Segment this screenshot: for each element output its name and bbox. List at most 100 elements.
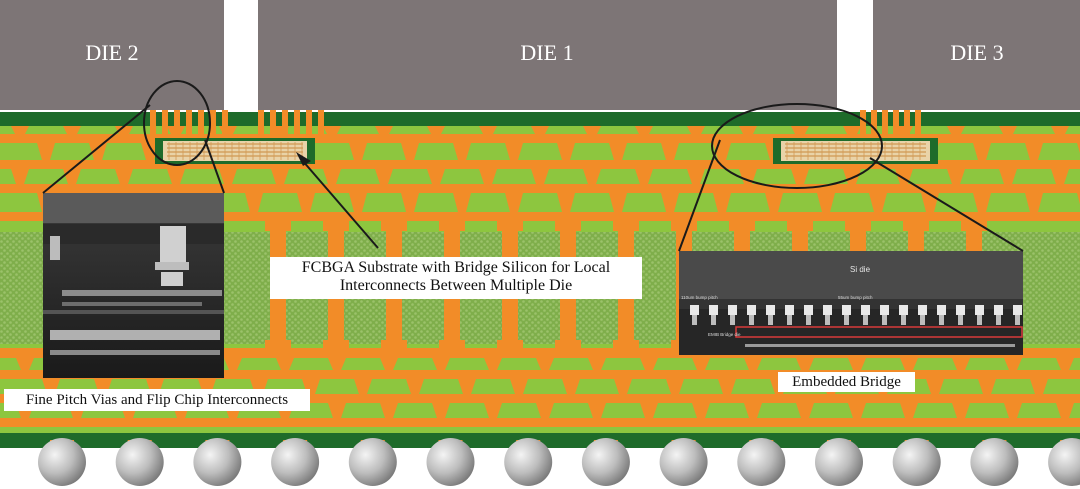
micro-bump: [1013, 305, 1022, 315]
micro-bump: [975, 305, 984, 315]
microvia: [1051, 169, 1069, 184]
microvia: [297, 193, 315, 212]
microvia: [349, 193, 367, 212]
solder-ball: [659, 438, 708, 486]
microvia: [900, 403, 918, 418]
fine-pitch-bump: [186, 110, 192, 138]
microvia: [458, 379, 476, 394]
si-die-label: Si die: [850, 265, 871, 274]
microvia: [557, 143, 575, 160]
solder-ball: [348, 438, 397, 486]
microvia: [479, 126, 497, 136]
microvia: [115, 126, 133, 136]
microvia: [224, 358, 242, 370]
micro-bump: [785, 305, 794, 315]
micro-bump: [899, 305, 908, 315]
micro-bump-pillar: [1015, 315, 1020, 325]
microvia: [692, 358, 710, 370]
microvia: [354, 379, 372, 394]
microvia: [848, 403, 866, 418]
micro-bump-pillar: [825, 315, 830, 325]
microvia: [375, 169, 393, 184]
microvia: [1077, 143, 1080, 154]
right-bridge-silicon: [773, 138, 938, 164]
solder-ball: [193, 438, 242, 486]
fine-pitch-bump: [294, 110, 300, 138]
microvia: [588, 403, 606, 418]
microvia: [661, 193, 679, 212]
fine-pitch-bump: [222, 110, 228, 138]
solder-ball: [38, 438, 86, 486]
microvia: [510, 379, 528, 394]
microvia: [531, 169, 549, 184]
via-pad: [613, 340, 639, 350]
microvia: [427, 126, 445, 136]
die-3-label: DIE 3: [950, 40, 1004, 65]
microvia: [323, 169, 341, 184]
micro-bump-pillar: [768, 315, 773, 325]
microvia: [999, 126, 1017, 136]
via-pad: [381, 221, 407, 231]
via-pad: [265, 221, 291, 231]
microvia: [744, 403, 762, 418]
microvia: [796, 358, 814, 370]
solder-ball-array: [38, 438, 1080, 486]
die-2-label: DIE 2: [85, 40, 139, 65]
solder-ball: [1048, 438, 1080, 486]
fine-pitch-bump: [198, 110, 204, 138]
microvia: [16, 358, 34, 370]
microvia: [89, 143, 107, 160]
via-pad: [381, 340, 407, 350]
micro-bump-pillar: [749, 315, 754, 325]
microvia: [848, 358, 866, 370]
die-bump-array: [150, 110, 921, 138]
microvia: [484, 403, 502, 418]
fine-pitch-bump: [904, 110, 910, 138]
microvia: [375, 126, 393, 136]
micro-bump: [804, 305, 813, 315]
micro-bump: [766, 305, 775, 315]
solder-ball: [970, 438, 1019, 486]
substrate-callout: FCBGA Substrate with Bridge Silicon for …: [270, 257, 642, 299]
solder-ball: [581, 438, 630, 486]
microvia: [1056, 358, 1074, 370]
microvia: [536, 403, 554, 418]
substrate-callout-line2: Interconnects Between Multiple Die: [339, 277, 573, 294]
fine-pitch-callout: Fine Pitch Vias and Flip Chip Interconne…: [4, 389, 310, 411]
microvia: [614, 379, 632, 394]
micro-bump-pillar: [787, 315, 792, 325]
microvia: [999, 169, 1017, 184]
via-pad: [265, 340, 291, 350]
fine-pitch-bump: [270, 110, 276, 138]
left-bridge-silicon: [155, 138, 315, 164]
fine-pitch-bump: [882, 110, 888, 138]
right-micrograph: Si die 110um bump pitch 55um bump pitch …: [679, 251, 1023, 355]
micro-bump-pillar: [920, 315, 925, 325]
microvia: [63, 126, 81, 136]
microvia: [536, 358, 554, 370]
bump-pitch-right-label: 55um bump pitch: [838, 295, 873, 300]
fine-pitch-bump: [871, 110, 877, 138]
microvia: [380, 403, 398, 418]
microvia: [427, 169, 445, 184]
micro-bump-pillar: [882, 315, 887, 325]
via-pad: [787, 221, 813, 231]
micro-bump: [747, 305, 756, 315]
microvia: [1004, 403, 1022, 418]
microvia: [484, 358, 502, 370]
microvia: [791, 126, 809, 136]
via-pad: [845, 221, 871, 231]
lower-via-array: [16, 358, 1074, 418]
microvia: [687, 126, 705, 136]
fine-pitch-bump: [318, 110, 324, 138]
microvia: [952, 358, 970, 370]
microvia: [765, 193, 783, 212]
via-pad: [903, 221, 929, 231]
fine-pitch-bump: [174, 110, 180, 138]
embedded-bridge-callout: Embedded Bridge: [778, 372, 915, 392]
via-pad: [729, 221, 755, 231]
microvia: [588, 358, 606, 370]
microvia: [947, 169, 965, 184]
microvia: [11, 126, 29, 136]
micro-bump-pillar: [711, 315, 716, 325]
